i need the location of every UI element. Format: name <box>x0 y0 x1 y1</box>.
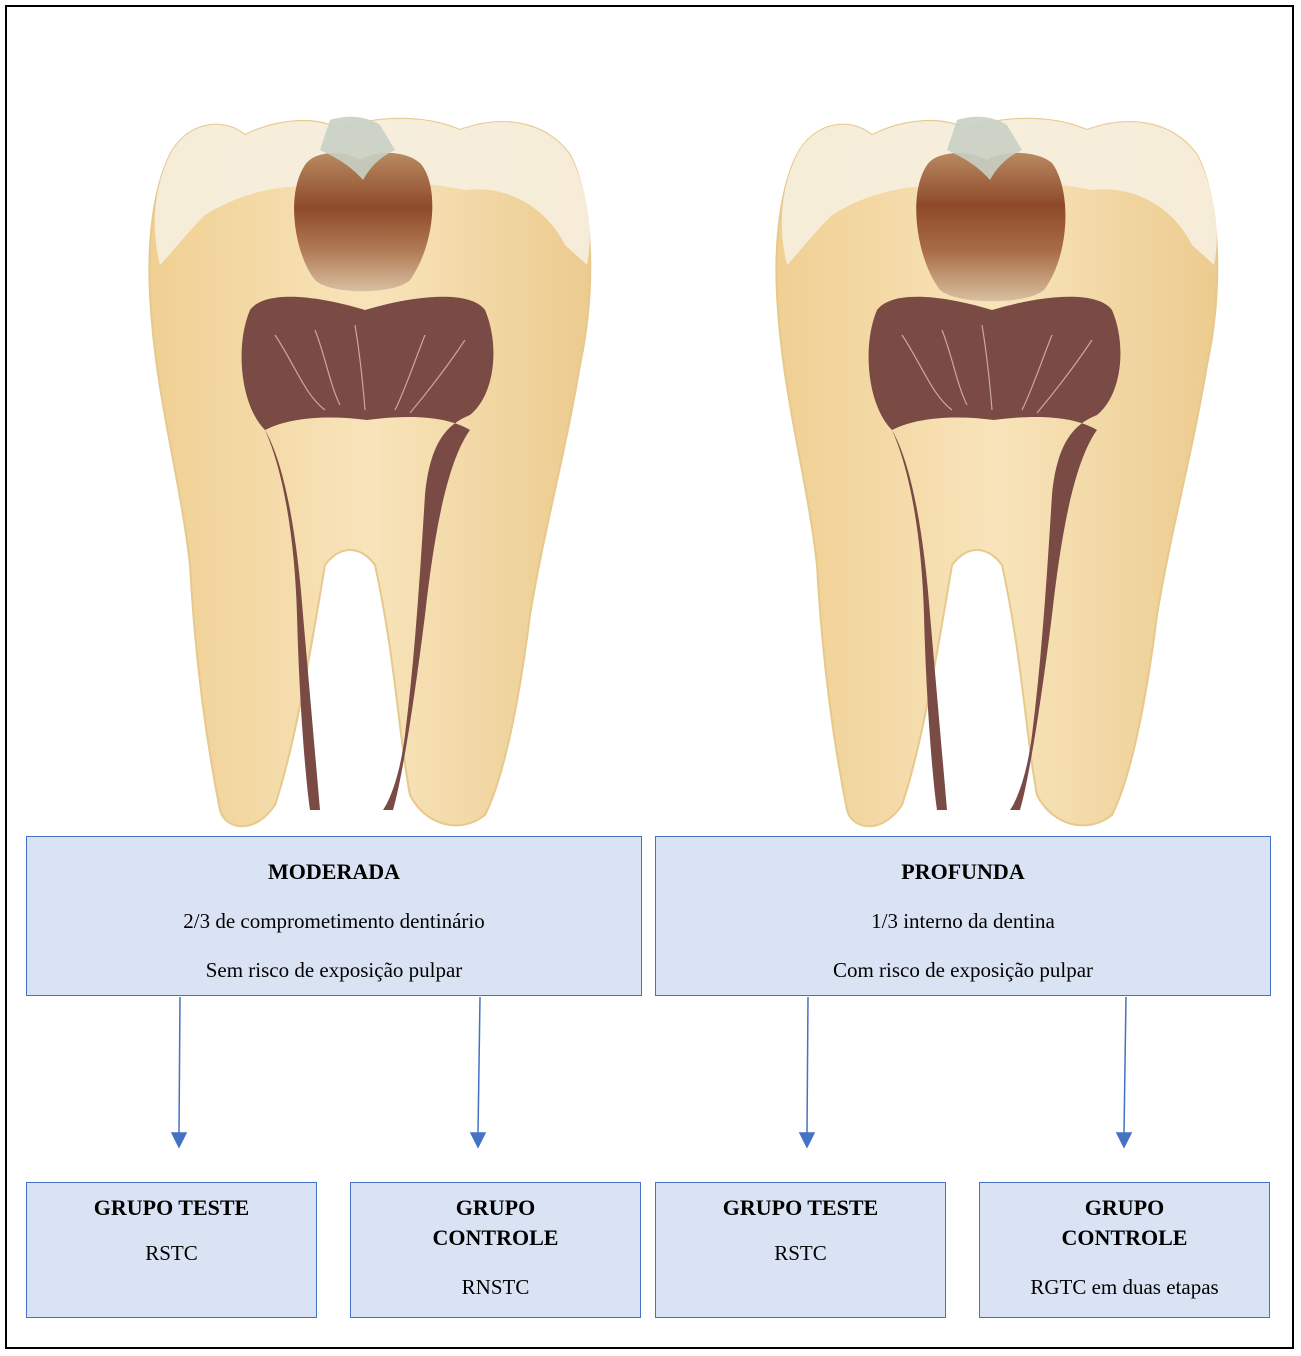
group-title: GRUPO CONTROLE <box>980 1193 1269 1253</box>
group-title: GRUPO TESTE <box>656 1193 945 1223</box>
group-box-control-moderate: GRUPO CONTROLE RNSTC <box>350 1182 641 1318</box>
group-title: GRUPO CONTROLE <box>351 1193 640 1253</box>
group-treatment: RGTC em duas etapas <box>980 1275 1269 1300</box>
arrow-line <box>807 997 808 1134</box>
group-box-control-deep: GRUPO CONTROLE RGTC em duas etapas <box>979 1182 1270 1318</box>
arrow-head <box>1117 1133 1131 1147</box>
arrow-line <box>1124 997 1126 1134</box>
group-treatment: RNSTC <box>351 1275 640 1300</box>
group-box-test-moderate: GRUPO TESTE RSTC <box>26 1182 317 1318</box>
arrow-head <box>172 1133 186 1147</box>
group-treatment: RSTC <box>656 1241 945 1266</box>
group-box-test-deep: GRUPO TESTE RSTC <box>655 1182 946 1318</box>
arrow-line <box>478 997 480 1134</box>
group-treatment: RSTC <box>27 1241 316 1266</box>
group-title: GRUPO TESTE <box>27 1193 316 1223</box>
arrow-head <box>800 1133 814 1147</box>
arrow-head <box>471 1133 485 1147</box>
arrow-line <box>179 997 180 1134</box>
